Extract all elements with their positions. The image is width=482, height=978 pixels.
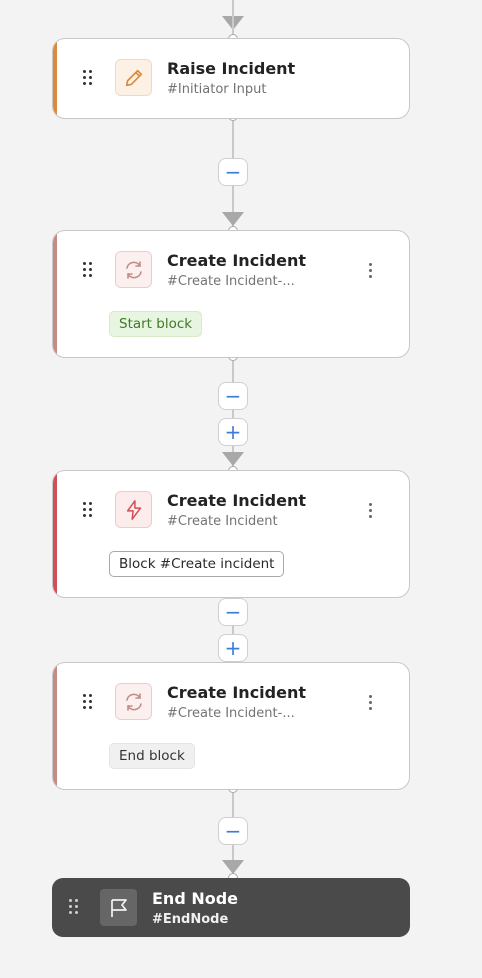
node-accent bbox=[53, 39, 57, 118]
pencil-icon bbox=[115, 59, 152, 96]
end-node-title: End Node bbox=[152, 889, 239, 908]
collapse-button[interactable]: − bbox=[218, 382, 248, 410]
add-step-button[interactable]: + bbox=[218, 634, 248, 662]
refresh-icon bbox=[115, 683, 152, 720]
start-block-badge: Start block bbox=[109, 311, 203, 337]
node-create-incident-block[interactable]: Create Incident #Create Incident Block #… bbox=[52, 470, 410, 598]
connector-line bbox=[232, 360, 234, 470]
connector-arrow bbox=[222, 860, 244, 874]
drag-handle-icon[interactable] bbox=[69, 899, 81, 917]
node-title: Create Incident bbox=[167, 683, 307, 702]
collapse-button[interactable]: − bbox=[218, 598, 248, 626]
node-raise-incident[interactable]: Raise Incident #Initiator Input bbox=[52, 38, 410, 119]
more-options-icon[interactable] bbox=[369, 503, 373, 519]
end-node[interactable]: End Node #EndNode bbox=[52, 878, 410, 937]
node-title: Raise Incident bbox=[167, 59, 296, 78]
flag-icon bbox=[100, 889, 137, 926]
node-accent bbox=[53, 471, 57, 597]
node-subtitle: #Create Incident-... bbox=[167, 274, 295, 289]
drag-handle-icon[interactable] bbox=[83, 502, 95, 520]
collapse-button[interactable]: − bbox=[218, 158, 248, 186]
end-node-subtitle: #EndNode bbox=[152, 912, 229, 927]
connector-arrow bbox=[222, 452, 244, 466]
collapse-button[interactable]: − bbox=[218, 817, 248, 845]
node-title: Create Incident bbox=[167, 491, 307, 510]
node-create-incident-end[interactable]: Create Incident #Create Incident-... End… bbox=[52, 662, 410, 790]
node-subtitle: #Initiator Input bbox=[167, 82, 267, 97]
node-title: Create Incident bbox=[167, 251, 307, 270]
connector-line bbox=[232, 597, 234, 663]
node-subtitle: #Create Incident-... bbox=[167, 706, 295, 721]
node-accent bbox=[53, 663, 57, 789]
node-accent bbox=[53, 231, 57, 357]
node-subtitle: #Create Incident bbox=[167, 514, 278, 529]
drag-handle-icon[interactable] bbox=[83, 70, 95, 88]
drag-handle-icon[interactable] bbox=[83, 694, 95, 712]
node-create-incident-start[interactable]: Create Incident #Create Incident-... Sta… bbox=[52, 230, 410, 358]
drag-handle-icon[interactable] bbox=[83, 262, 95, 280]
add-step-button[interactable]: + bbox=[218, 418, 248, 446]
refresh-icon bbox=[115, 251, 152, 288]
block-badge: Block #Create incident bbox=[109, 551, 285, 577]
lightning-icon bbox=[115, 491, 152, 528]
connector-arrow bbox=[222, 212, 244, 226]
end-block-badge: End block bbox=[109, 743, 195, 769]
more-options-icon[interactable] bbox=[369, 263, 373, 279]
connector-line bbox=[232, 0, 234, 38]
more-options-icon[interactable] bbox=[369, 695, 373, 711]
